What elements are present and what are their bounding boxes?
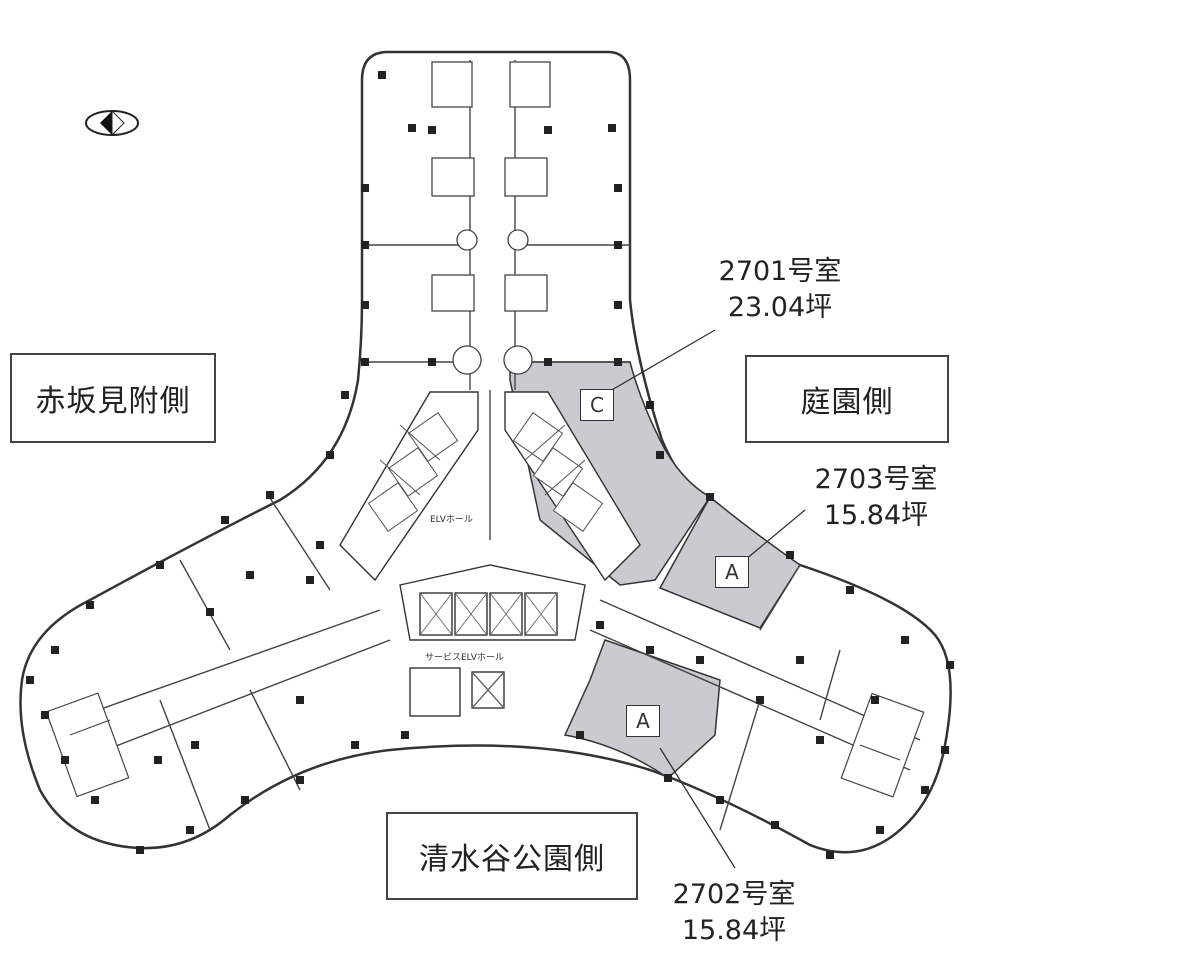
stair-west bbox=[45, 692, 130, 798]
unit-2703-label: 2703号室 15.84坪 bbox=[796, 462, 956, 534]
column bbox=[614, 301, 622, 309]
elevator-core-left bbox=[339, 391, 479, 582]
column bbox=[26, 676, 34, 684]
column bbox=[871, 696, 879, 704]
column bbox=[191, 741, 199, 749]
column bbox=[428, 126, 436, 134]
column bbox=[206, 608, 214, 616]
north-wing-rooms bbox=[431, 61, 551, 375]
column bbox=[716, 796, 724, 804]
column bbox=[326, 451, 334, 459]
column bbox=[86, 601, 94, 609]
garden-side-label: 庭園側 bbox=[745, 355, 949, 443]
akasaka-side-text: 赤坂見附側 bbox=[35, 384, 191, 419]
unit-2701-label: 2701号室 23.04坪 bbox=[700, 254, 860, 326]
column bbox=[316, 541, 324, 549]
unit-2702-area-text: 15.84坪 bbox=[681, 915, 787, 946]
column bbox=[361, 301, 369, 309]
leader-lines bbox=[597, 329, 806, 869]
building-outline bbox=[19, 50, 952, 854]
column bbox=[341, 391, 349, 399]
column bbox=[664, 774, 672, 782]
column bbox=[186, 826, 194, 834]
column bbox=[266, 491, 274, 499]
column bbox=[51, 646, 59, 654]
garden-side-text: 庭園側 bbox=[800, 385, 894, 420]
unit-2701-area-text: 23.04坪 bbox=[727, 292, 833, 323]
shimizudani-side-text: 清水谷公園側 bbox=[419, 842, 605, 877]
column bbox=[656, 451, 664, 459]
column bbox=[428, 358, 436, 366]
column bbox=[876, 826, 884, 834]
column bbox=[361, 184, 369, 192]
unit-2703-area-text: 15.84坪 bbox=[823, 500, 929, 531]
column bbox=[361, 241, 369, 249]
elv-hall-label: ELVホール bbox=[430, 514, 473, 525]
column bbox=[156, 561, 164, 569]
service-elv-hall-label: サービスELVホール bbox=[425, 652, 504, 663]
shimizudani-side-label: 清水谷公園側 bbox=[386, 812, 638, 900]
column bbox=[154, 756, 162, 764]
column bbox=[378, 71, 386, 79]
column bbox=[696, 656, 704, 664]
column bbox=[61, 756, 69, 764]
column bbox=[576, 731, 584, 739]
column bbox=[614, 184, 622, 192]
unit-2701-tag: C bbox=[580, 389, 614, 421]
column bbox=[246, 571, 254, 579]
column bbox=[921, 786, 929, 794]
unit-2701-number: 2701号室 bbox=[718, 256, 842, 287]
column bbox=[706, 493, 714, 501]
elevator-core-right bbox=[504, 391, 641, 582]
column bbox=[361, 358, 369, 366]
column bbox=[296, 776, 304, 784]
column bbox=[596, 621, 604, 629]
column bbox=[91, 796, 99, 804]
unit-2702-number: 2702号室 bbox=[672, 879, 796, 910]
column bbox=[786, 551, 794, 559]
column bbox=[608, 124, 616, 132]
column bbox=[614, 358, 622, 366]
column bbox=[816, 736, 824, 744]
column bbox=[544, 358, 552, 366]
column bbox=[401, 731, 409, 739]
column bbox=[351, 741, 359, 749]
column bbox=[646, 646, 654, 654]
column bbox=[221, 516, 229, 524]
akasaka-side-label: 赤坂見附側 bbox=[10, 353, 216, 443]
column bbox=[941, 746, 949, 754]
column bbox=[846, 586, 854, 594]
columns bbox=[26, 71, 954, 859]
column bbox=[614, 241, 622, 249]
column bbox=[901, 636, 909, 644]
column bbox=[946, 661, 954, 669]
column bbox=[771, 821, 779, 829]
column bbox=[796, 656, 804, 664]
column bbox=[41, 711, 49, 719]
column bbox=[241, 796, 249, 804]
column bbox=[136, 846, 144, 854]
column bbox=[756, 696, 764, 704]
column bbox=[408, 124, 416, 132]
stair-east bbox=[840, 692, 925, 798]
unit-2703-number: 2703号室 bbox=[814, 464, 938, 495]
column bbox=[646, 401, 654, 409]
corridors bbox=[69, 60, 921, 831]
compass-icon bbox=[85, 109, 139, 137]
column bbox=[296, 696, 304, 704]
unit-2702-label: 2702号室 15.84坪 bbox=[654, 877, 814, 949]
service-elevator-core bbox=[399, 564, 586, 717]
column bbox=[826, 851, 834, 859]
unit-2703-tag: A bbox=[715, 556, 749, 588]
column bbox=[544, 126, 552, 134]
column bbox=[306, 576, 314, 584]
unit-2702-tag: A bbox=[626, 705, 660, 737]
